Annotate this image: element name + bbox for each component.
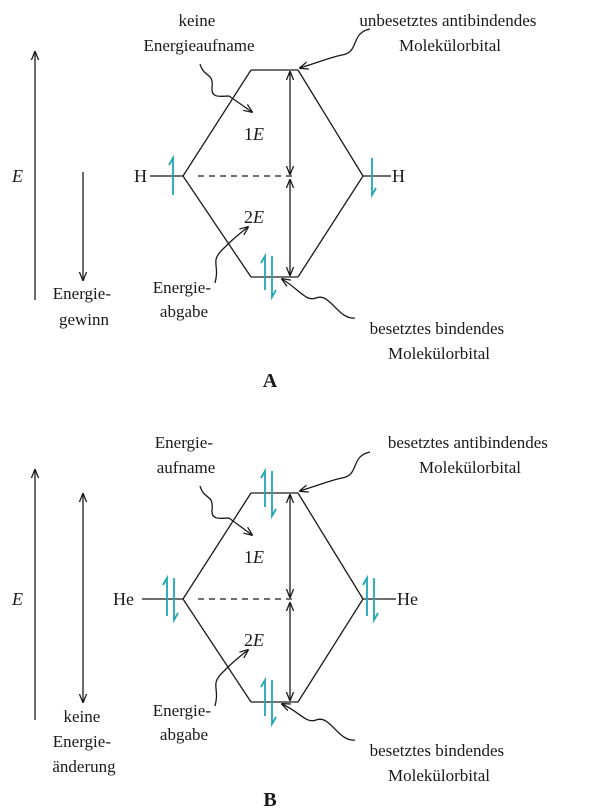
spin-down-arrow-icon bbox=[173, 578, 179, 624]
energy-release-label-a: Energie- abgabe bbox=[153, 278, 215, 321]
no-energy-uptake-label-a: keine Energieaufname bbox=[143, 11, 254, 55]
antibonding-orbital-label-b: besetztes antibindendes Molekülorbital bbox=[388, 433, 552, 477]
callout-arrow-bonding-a bbox=[282, 279, 356, 319]
left-atom-label-a: H bbox=[134, 166, 147, 186]
correlation-lines-a bbox=[182, 69, 364, 278]
correlation-lines-b bbox=[182, 492, 364, 703]
energy-release-label-b: Energie- abgabe bbox=[153, 701, 215, 744]
energy-gain-label-a: Energie- gewinn bbox=[53, 284, 115, 329]
spin-up-arrow-icon bbox=[260, 467, 266, 507]
no-energy-change-label-b: keine Energie- änderung bbox=[52, 707, 116, 776]
spin-up-arrow-icon bbox=[162, 574, 168, 616]
energy-axis-label-b: E bbox=[11, 589, 23, 609]
energy-uptake-label-b: Energie- aufname bbox=[155, 433, 217, 477]
spin-up-arrow-icon bbox=[362, 574, 368, 616]
spin-down-arrow-icon bbox=[373, 578, 379, 624]
gap-down-label-b: 2E bbox=[244, 630, 264, 650]
callout-arrow-antibonding-b bbox=[300, 451, 371, 491]
bonding-orbital-label-b: besetztes bindendes Molekülorbital bbox=[370, 741, 509, 785]
bonding-orbital-label-a: besetztes bindendes Molekülorbital bbox=[370, 319, 509, 363]
callout-arrow-release-a bbox=[214, 227, 248, 284]
spin-down-arrow-icon bbox=[371, 158, 377, 199]
spin-down-arrow-icon bbox=[271, 256, 277, 301]
callout-arrow-uptake-a bbox=[199, 63, 252, 112]
right-atom-label-b: He bbox=[397, 589, 418, 609]
energy-axis-label-a: E bbox=[11, 166, 23, 186]
spin-up-arrow-icon bbox=[260, 676, 266, 716]
spin-up-arrow-icon bbox=[260, 252, 266, 290]
gap-down-label-a: 2E bbox=[244, 207, 264, 227]
right-atom-label-a: H bbox=[392, 166, 405, 186]
gap-up-label-a: 1E bbox=[244, 124, 264, 144]
spin-down-arrow-icon bbox=[271, 471, 277, 520]
panel-label-b: B bbox=[263, 789, 276, 811]
callout-arrow-release-b bbox=[214, 650, 248, 707]
diagram-b: E keine Energie- änderung He He 1E 2E bbox=[11, 433, 552, 811]
panel-label-a: A bbox=[263, 370, 278, 392]
callout-arrow-antibonding-a bbox=[300, 28, 371, 68]
gap-up-label-b: 1E bbox=[244, 547, 264, 567]
left-atom-label-b: He bbox=[113, 589, 134, 609]
callout-arrow-uptake-b bbox=[199, 485, 252, 535]
antibonding-orbital-label-a: unbesetztes antibindendes Molekülorbital bbox=[359, 11, 540, 55]
spin-up-arrow-icon bbox=[168, 154, 174, 195]
diagram-a: E Energie- gewinn H H 1E 2E keine bbox=[11, 11, 540, 392]
callout-arrow-bonding-b bbox=[282, 704, 356, 741]
spin-down-arrow-icon bbox=[271, 680, 277, 728]
